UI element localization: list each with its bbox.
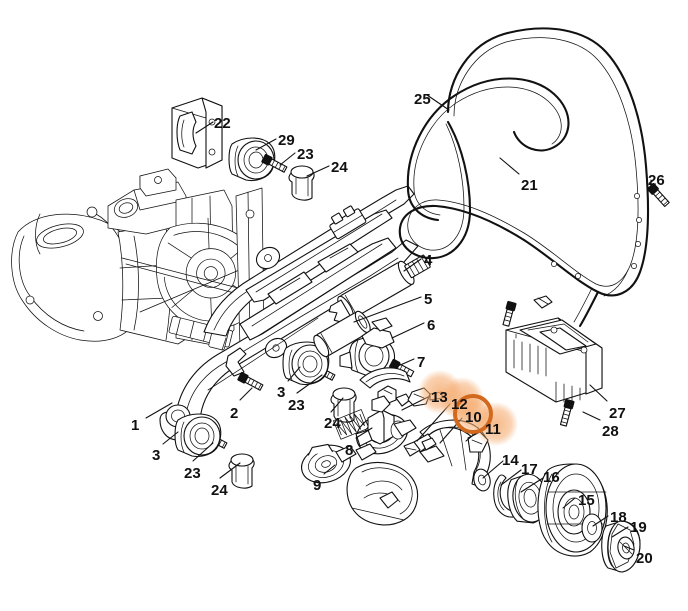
leader-line-8 (355, 427, 373, 439)
part-5-sleeve (313, 310, 371, 358)
callout-label-spring-washer-large[interactable]: 8 (345, 442, 354, 459)
callout-label-damper-rod-long[interactable]: 4 (424, 252, 433, 269)
leader-line-17 (500, 469, 522, 486)
leader-line-18 (592, 515, 609, 527)
part-6-bracket (339, 317, 415, 378)
leader-line-24a (306, 165, 330, 177)
callout-label-mount-bracket[interactable]: 22 (214, 115, 231, 132)
leader-line-29 (255, 138, 277, 151)
part-24-caps (228, 165, 357, 489)
leader-line-20 (623, 545, 635, 551)
leader-line-16 (520, 477, 544, 493)
callout-label-screw-short[interactable]: 2 (230, 405, 239, 422)
leader-line-4 (403, 258, 422, 272)
part-27-damper-block (502, 295, 603, 427)
callout-label-screw-damper[interactable]: 28 (602, 423, 619, 440)
callout-label-annular-buffer[interactable]: 29 (278, 132, 295, 149)
callout-label-washer-thin[interactable]: 14 (502, 452, 519, 469)
leader-line-24b (330, 397, 344, 413)
part-4-damper-rod (328, 254, 431, 323)
leader-line-3b (162, 431, 179, 445)
callout-label-circlip[interactable]: 17 (521, 461, 538, 478)
callout-label-handlebar-tube[interactable]: 21 (521, 177, 538, 194)
leader-line-14 (482, 460, 504, 479)
leader-line-5 (353, 296, 422, 323)
callout-label-cap-plug-b[interactable]: 24 (324, 415, 341, 432)
callout-label-screw-mount-b[interactable]: 23 (288, 397, 305, 414)
leader-line-22 (195, 121, 214, 134)
callout-label-spring-washer-small[interactable]: 9 (313, 477, 322, 494)
callout-label-spacer-sleeve[interactable]: 5 (424, 291, 433, 308)
callout-label-needle-bearing[interactable]: 16 (543, 469, 560, 486)
leader-line-28 (582, 411, 601, 421)
leader-line-25 (426, 94, 450, 111)
callout-label-screw-mount-a[interactable]: 23 (297, 146, 314, 163)
callout-label-clutch-drum-sprocket[interactable]: 15 (578, 492, 595, 509)
callout-label-washer-flat[interactable]: 18 (610, 509, 627, 526)
callout-label-handle-damper-block[interactable]: 27 (609, 405, 626, 422)
leader-line-21 (499, 157, 520, 175)
callout-label-screw-mount-c[interactable]: 23 (184, 465, 201, 482)
callout-label-nut-hex[interactable]: 19 (630, 519, 647, 536)
brake-assembly-small-parts (333, 395, 491, 526)
callout-label-bushing-upper[interactable]: 3 (277, 384, 286, 401)
part-26-screw (647, 183, 670, 208)
leader-line-1 (145, 402, 173, 419)
engine-housing-group (11, 168, 266, 351)
callout-label-washer-lock[interactable]: 20 (636, 550, 653, 567)
callout-label-brake-lever-latch[interactable]: 13 (431, 389, 448, 406)
leader-line-23a (279, 152, 296, 166)
leader-line-23b (296, 374, 323, 394)
part-18-washer (581, 513, 603, 543)
leader-line-27 (589, 384, 608, 402)
callout-label-handlebar-outer-loop[interactable]: 25 (414, 91, 431, 108)
part-19-nut (601, 520, 641, 573)
leader-line-24c (219, 462, 241, 479)
handlebar-group (398, 27, 650, 328)
leader-line-2 (239, 387, 253, 401)
callout-label-linkage-pin[interactable]: 12 (451, 396, 468, 413)
leader-line-15 (562, 497, 576, 509)
callout-label-brake-band-retainer[interactable]: 11 (485, 421, 501, 438)
callout-label-screw-bracket[interactable]: 7 (417, 354, 426, 371)
leader-line-23c (192, 442, 214, 462)
leader-line-3a (287, 366, 301, 382)
leader-line-9 (323, 464, 336, 475)
callout-label-handle-frame[interactable]: 1 (131, 417, 140, 434)
callout-label-screw-handlebar[interactable]: 26 (648, 172, 665, 189)
callout-label-brake-lever-bracket[interactable]: 6 (427, 317, 436, 334)
callout-label-cap-plug-c[interactable]: 24 (211, 482, 228, 499)
leader-line-7 (397, 358, 415, 367)
callout-label-bushing-lower[interactable]: 3 (152, 447, 161, 464)
callout-label-cap-plug-a[interactable]: 24 (331, 159, 348, 176)
leader-line-6 (391, 322, 425, 339)
part-29-buffer (228, 137, 276, 182)
leader-line-19 (611, 526, 629, 538)
